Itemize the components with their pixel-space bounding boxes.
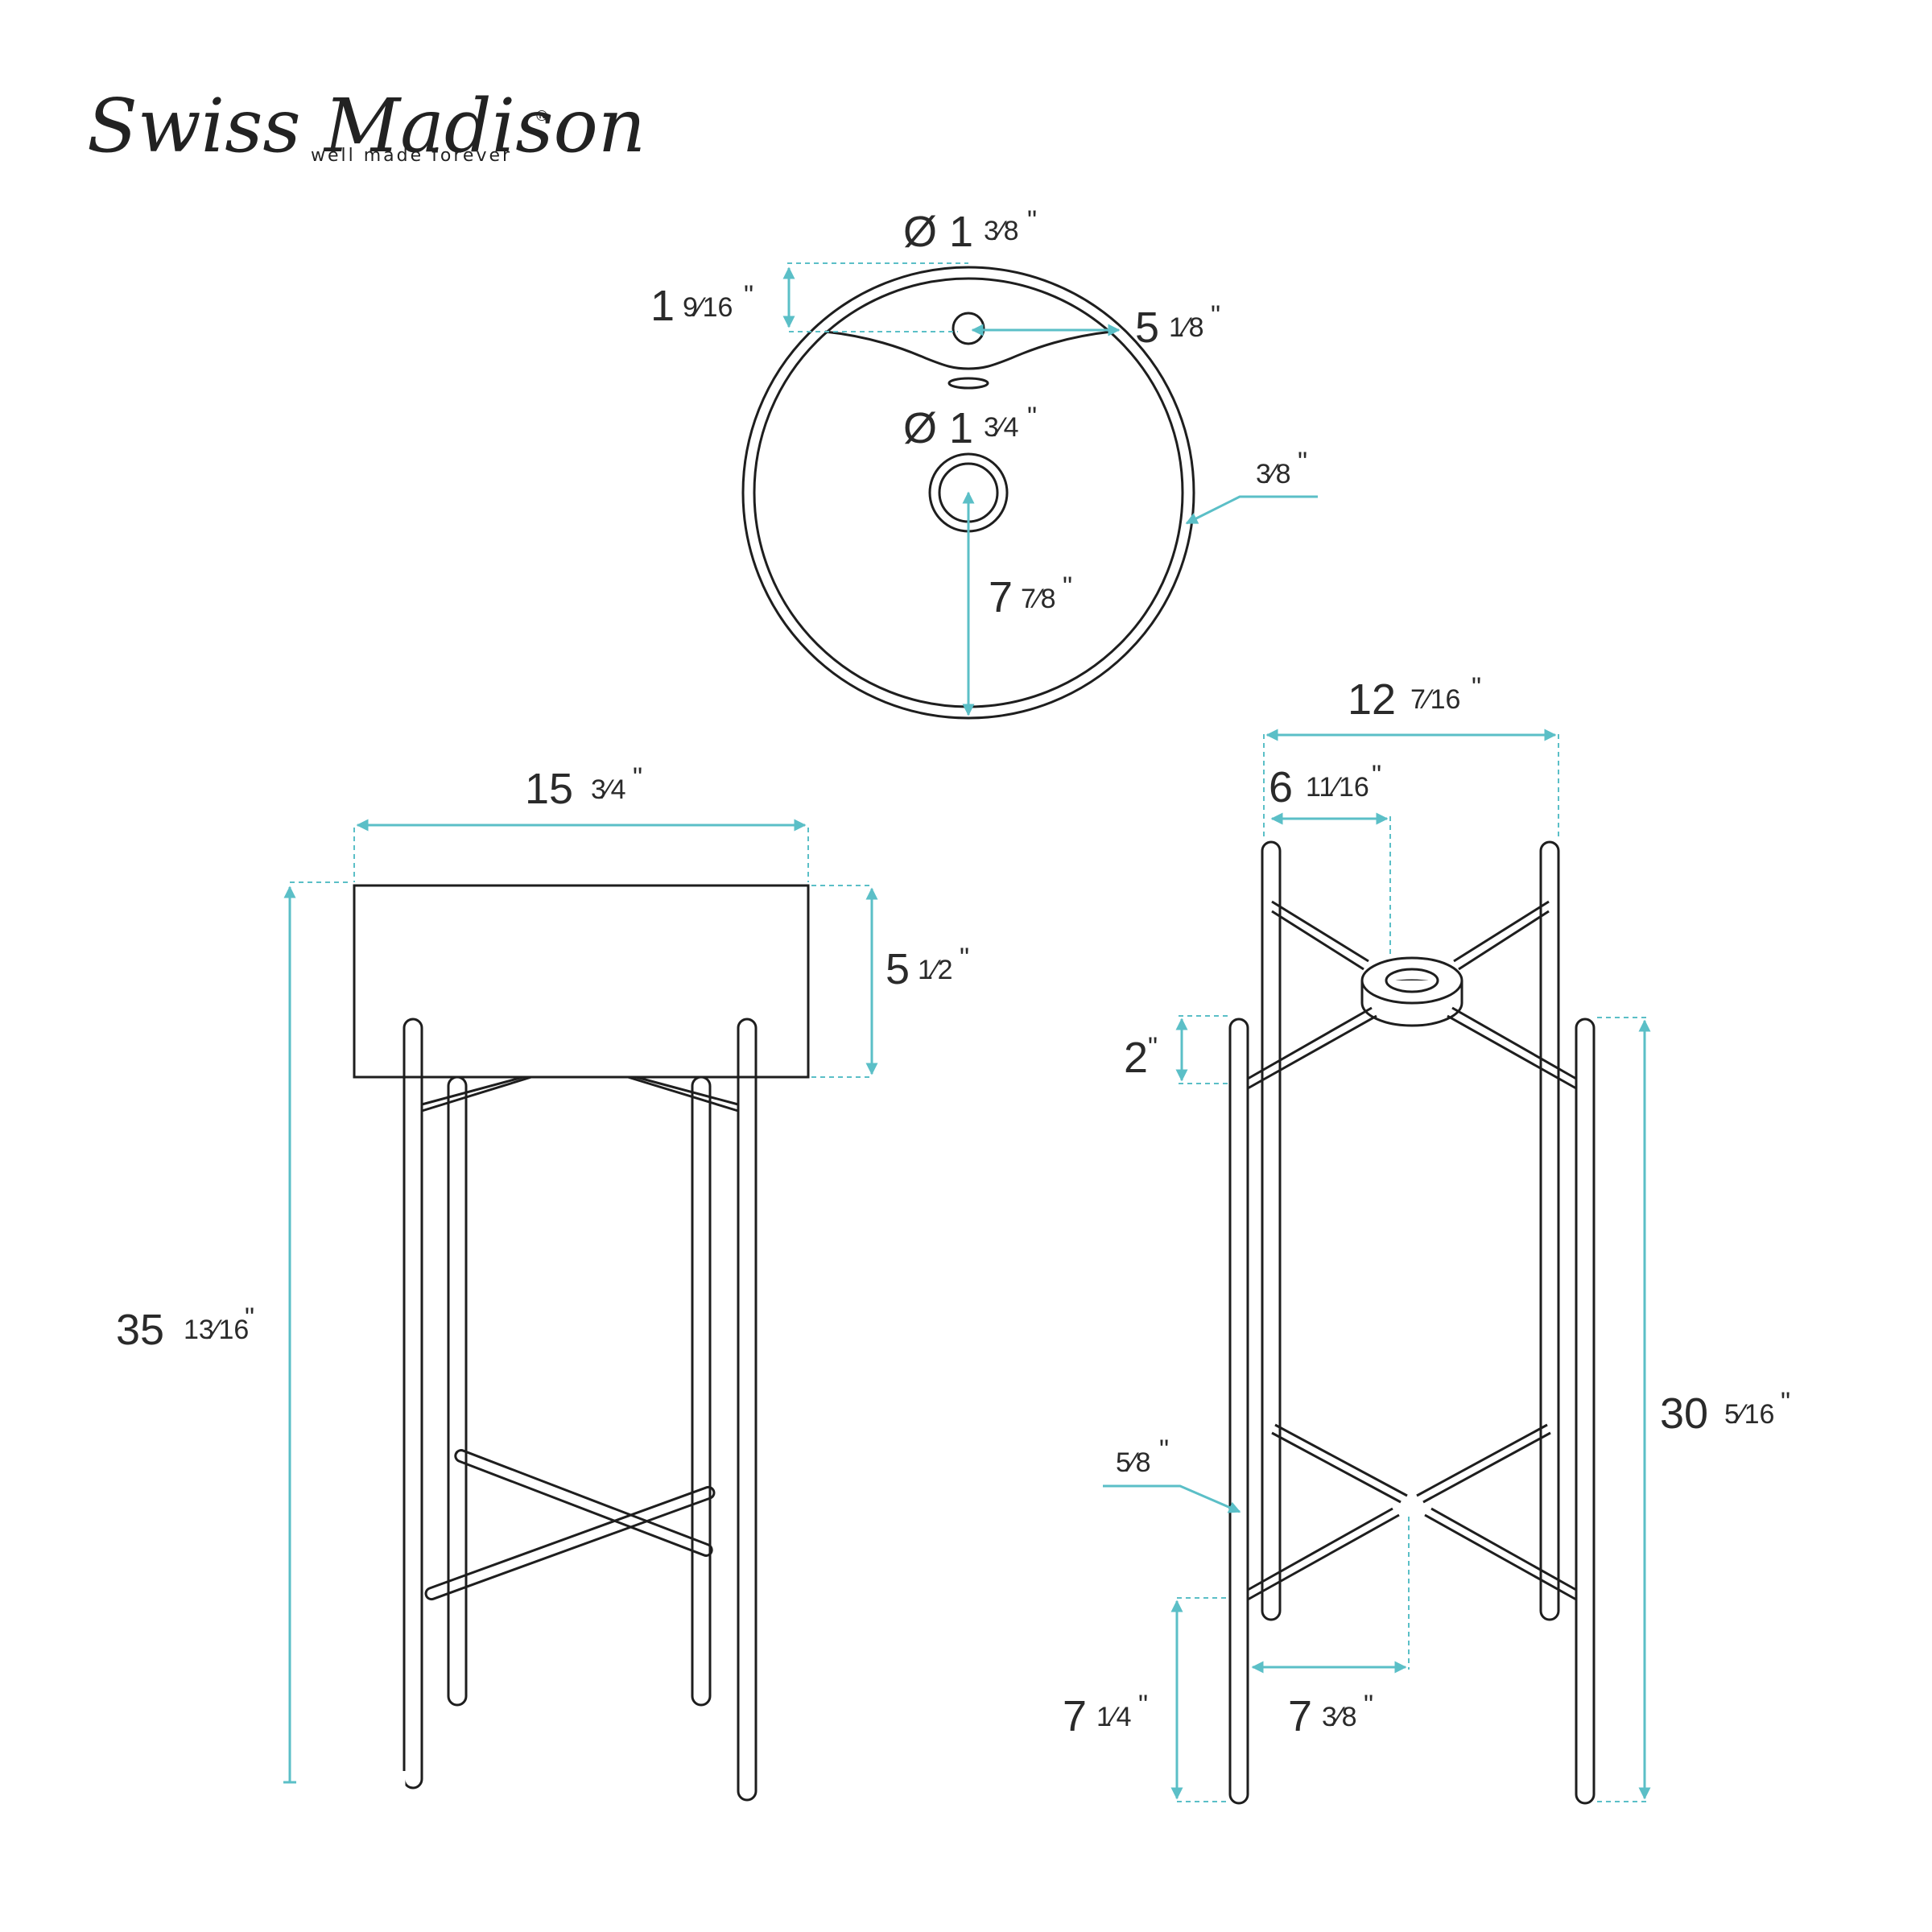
dim-stretcher-height-fraction: 1⁄4 [1096, 1702, 1132, 1732]
brand-name: Swiss Madison [87, 83, 646, 169]
svg-text:": " [1148, 1032, 1158, 1063]
dim-leg-diameter-leader [1103, 1484, 1241, 1513]
svg-text:": " [1027, 402, 1037, 432]
top-view: Ø 1 3⁄8 " 1 9⁄16 " 5 1⁄8 " Ø 1 3⁄4 " 3⁄8… [650, 205, 1318, 720]
svg-text:": " [245, 1302, 254, 1333]
faucet-hole [952, 312, 985, 345]
overflow-slot [947, 377, 989, 390]
dim-basin-height: 5 [886, 945, 910, 993]
dim-ring-height: 2 [1124, 1034, 1148, 1082]
side-view: 12 7⁄16 " 6 11⁄16 " 2 " 5⁄8 " 7 1⁄4 " 7 … [1063, 672, 1790, 1805]
lower-stretcher-a [454, 1449, 713, 1557]
svg-text:": " [1159, 1435, 1169, 1465]
dim-frame-width-fraction: 7⁄16 [1410, 684, 1460, 715]
dim-ring-offset-fraction: 11⁄16 [1306, 772, 1369, 803]
dim-basin-width-fraction: 3⁄4 [591, 774, 626, 805]
svg-text:": " [960, 943, 969, 973]
svg-text:": " [633, 762, 642, 793]
dim-rim-thickness: 3⁄8 [1256, 459, 1291, 489]
back-leg-right [1539, 840, 1560, 1621]
svg-text:": " [1063, 572, 1072, 602]
rear-leg-left [447, 1075, 468, 1707]
faucet-deck-curve [824, 330, 1113, 370]
svg-text:": " [1372, 760, 1381, 791]
rear-leg-right [691, 1075, 712, 1707]
dim-stretcher-offset: 7 [1288, 1692, 1312, 1740]
dim-drain-to-front: 7 [989, 573, 1013, 621]
dim-faucet-offset: 1 [650, 282, 675, 330]
dim-faucet-hole-diameter-fraction: 3⁄8 [984, 216, 1019, 246]
brand-tagline: well made forever [311, 146, 512, 166]
lower-arm-front-left [1247, 1507, 1393, 1591]
lower-arm-front-right [1430, 1507, 1577, 1591]
svg-text:": " [1027, 205, 1037, 236]
svg-text:": " [1781, 1387, 1790, 1418]
svg-text:": " [1138, 1690, 1148, 1720]
upper-arm-front-left [1247, 1006, 1373, 1080]
dim-faucet-offset-fraction: 9⁄16 [683, 292, 733, 323]
lower-arm-back-right [1416, 1423, 1548, 1497]
basin-front [353, 884, 810, 1079]
dim-rim-thickness-leader [1185, 495, 1318, 525]
dim-drain-diameter-fraction: 3⁄4 [984, 412, 1019, 443]
upper-arm-front-right [1451, 1006, 1577, 1080]
dim-stretcher-offset-fraction: 3⁄8 [1322, 1702, 1357, 1732]
dim-frame-width: 12 [1348, 675, 1396, 724]
basin-outer-rim [741, 266, 1195, 720]
top-brace-right [627, 1075, 739, 1113]
dim-ring-offset: 6 [1269, 763, 1293, 811]
dim-basin-width: 15 [525, 765, 573, 813]
dim-faucet-to-rim: 5 [1135, 303, 1159, 352]
back-leg-left [1261, 840, 1282, 1621]
dim-overall-height-fraction: 13⁄16 [184, 1315, 249, 1345]
registered-mark: ® [535, 108, 551, 125]
dim-stretcher-height: 7 [1063, 1692, 1087, 1740]
svg-text:": " [1211, 300, 1220, 331]
svg-text:": " [1298, 447, 1307, 477]
svg-text:": " [1472, 672, 1481, 703]
dim-overall-height: 35 [116, 1306, 164, 1354]
center-ring-top [1360, 956, 1463, 1005]
dim-leg-height-fraction: 5⁄16 [1724, 1399, 1774, 1430]
front-leg-right [1575, 1018, 1596, 1805]
dim-drain-to-front-fraction: 7⁄8 [1021, 584, 1056, 614]
dim-faucet-hole-diameter: Ø 1 [903, 208, 973, 256]
dim-leg-height: 30 [1660, 1389, 1708, 1438]
top-brace-left [421, 1075, 532, 1113]
lower-arm-back-left [1274, 1423, 1408, 1497]
front-leg-left [1228, 1018, 1249, 1805]
svg-text:": " [744, 280, 753, 311]
dim-faucet-to-rim-fraction: 1⁄8 [1169, 312, 1204, 343]
upper-arm-back-left [1271, 900, 1369, 963]
dim-basin-height-fraction: 1⁄2 [918, 955, 953, 985]
front-leg-right [737, 1018, 758, 1802]
upper-arm-back-right [1453, 900, 1550, 963]
front-leg-left [402, 1018, 423, 1790]
center-ring-hole [1385, 968, 1439, 993]
dim-leg-diameter: 5⁄8 [1116, 1447, 1151, 1478]
svg-text:": " [1364, 1690, 1373, 1720]
brand-logo: Swiss Madison well made forever ® [87, 83, 646, 169]
lower-stretcher-b [424, 1485, 716, 1601]
dim-drain-diameter: Ø 1 [903, 404, 973, 452]
front-view: 15 3⁄4 " 5 1⁄2 " 35 13⁄16 " [116, 762, 969, 1802]
